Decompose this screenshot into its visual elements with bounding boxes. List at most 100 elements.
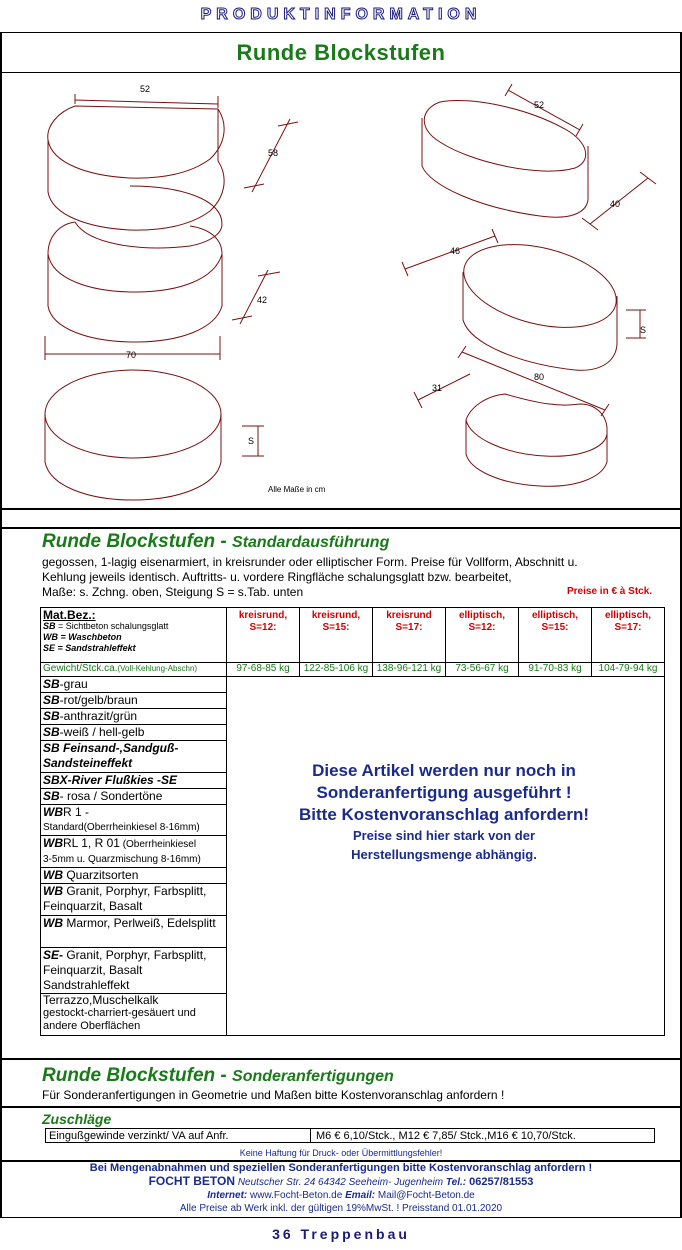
special-order-notice: Diese Artikel werden nur noch in Sondera… <box>228 760 660 864</box>
material-label: SB- rosa / Sondertöne <box>40 788 227 805</box>
header-title: PRODUKTINFORMATION <box>200 6 482 24</box>
material-label: WB Marmor, Perlweiß, Edelsplitt <box>40 915 227 948</box>
material-label: SB-rot/gelb/braun <box>40 692 227 709</box>
matbez-line: SB = Sichtbeton schalungsglatt <box>43 621 169 631</box>
price-table: Mat.Bez.: SB = Sichtbeton schalungsglatt… <box>40 607 665 1036</box>
material-label: SE- Granit, Porphyr, Farbsplitt, Feinqua… <box>40 947 227 994</box>
weight-value: 97-68-85 kg <box>226 662 300 677</box>
standard-desc-2: Kehlung jeweils identisch. Auftritts- u.… <box>42 570 512 584</box>
weight-label: Gewicht/Stck.ca.(Voll-Kehlung-Abschn) <box>40 662 227 677</box>
table-row: SE- Granit, Porphyr, Farbsplitt, Feinqua… <box>40 947 665 994</box>
dim-label: 40 <box>610 199 620 209</box>
shape-ellipse-kehlung <box>465 393 608 487</box>
shape-ellipse-abschnitt <box>423 99 587 172</box>
divider <box>0 527 682 529</box>
shape-kehlung-left <box>74 185 223 249</box>
sonder-title: Runde Blockstufen - <box>42 1065 233 1086</box>
weight-value: 91-70-83 kg <box>518 662 592 677</box>
header-band: PRODUKTINFORMATION <box>0 0 682 30</box>
zuschlaege-title: Zuschläge <box>42 1111 112 1127</box>
col-header: elliptisch,S=15: <box>518 607 592 663</box>
price-status: Alle Preise ab Werk inkl. der gültigen 1… <box>179 1203 503 1214</box>
shape-vollform-left <box>44 369 222 459</box>
zuschlag-prices: M6 € 6,10/Stck., M12 € 7,85/ Stck.,M16 €… <box>316 1130 576 1142</box>
sonder-desc: Für Sonderanfertigungen in Geometrie und… <box>42 1088 505 1102</box>
divider <box>0 1106 682 1108</box>
dim-label: 58 <box>268 148 278 158</box>
matbez-line: SE = Sandstrahleffekt <box>43 643 136 653</box>
company-name: FOCHT BETON <box>148 1174 236 1188</box>
matbez-title: Mat.Bez.: <box>43 608 96 622</box>
notice-line: Diese Artikel werden nur noch in <box>312 761 576 780</box>
dim-label: S <box>248 436 254 446</box>
notice-area <box>226 676 665 1036</box>
dim-label: 42 <box>257 295 267 305</box>
technical-drawing: 52 58 52 40 46 42 70 S 31 80 S Alle Maße… <box>0 74 682 508</box>
standard-desc-3: Maße: s. Zchng. oben, Steigung S = s.Tab… <box>42 585 304 599</box>
divider <box>0 508 682 510</box>
table-row: WB Marmor, Perlweiß, Edelsplitt <box>40 915 665 948</box>
dim-label: 52 <box>140 84 150 94</box>
col-header: kreisrund,S=12: <box>226 607 300 663</box>
table-header-row: Mat.Bez.: SB = Sichtbeton schalungsglatt… <box>40 607 665 663</box>
website-link[interactable]: www.Focht-Beton.de <box>247 1190 346 1201</box>
material-label: SB-anthrazit/grün <box>40 708 227 725</box>
cell-separator <box>310 1129 311 1143</box>
drawing-note: Alle Maße in cm <box>268 485 326 494</box>
matbez-cell: Mat.Bez.: SB = Sichtbeton schalungsglatt… <box>40 607 227 663</box>
weight-value: 104-79-94 kg <box>591 662 665 677</box>
weight-value: 73-56-67 kg <box>445 662 519 677</box>
table-row: WBR 1 -Standard(Oberrheinkiesel 8-16mm) <box>40 804 665 836</box>
col-header: kreisrund,S=15: <box>299 607 373 663</box>
notice-line: Herstellungsmenge abhängig. <box>351 847 537 862</box>
frame-right-line <box>680 32 682 1218</box>
divider <box>0 1160 682 1162</box>
weight-row: Gewicht/Stck.ca.(Voll-Kehlung-Abschn) 97… <box>40 662 665 677</box>
divider <box>0 1058 682 1060</box>
dim-label: S <box>640 325 646 335</box>
notice-line: Preise sind hier stark von der <box>352 828 536 843</box>
notice-line: Sonderanfertigung ausgeführt ! <box>316 783 572 802</box>
dim-label: 52 <box>534 100 544 110</box>
dim-label: 80 <box>534 372 544 382</box>
standard-heading: Runde Blockstufen - Standardausführung <box>42 531 389 553</box>
standard-subtitle: Standardausführung <box>232 534 390 551</box>
sonder-subtitle: Sonderanfertigungen <box>232 1068 394 1085</box>
weight-value: 138-96-121 kg <box>372 662 446 677</box>
material-label: SBX-River Flußkies -SE <box>40 772 227 789</box>
material-label: WB Quarzitsorten <box>40 867 227 884</box>
standard-title: Runde Blockstufen - <box>42 531 233 552</box>
liability-note: Keine Haftung für Druck- oder Übermittlu… <box>239 1148 443 1158</box>
zuschlag-item: Eingußgewinde verzinkt/ VA auf Anfr. <box>49 1130 229 1142</box>
material-label: SB-weiß / hell-gelb <box>40 724 227 741</box>
address-line: FOCHT BETON Neutscher Str. 24 64342 Seeh… <box>148 1174 534 1189</box>
col-header: elliptisch,S=12: <box>445 607 519 663</box>
weight-value: 122-85-106 kg <box>299 662 373 677</box>
page-title: Runde Blockstufen <box>236 40 446 65</box>
price-note: Preise in € à Stck. <box>567 586 653 597</box>
dim-label: 70 <box>126 350 136 360</box>
table-row: SB- rosa / Sondertöne <box>40 788 665 805</box>
contact-block: Bei Mengenabnahmen und speziellen Sonder… <box>0 1162 682 1215</box>
col-header: elliptisch,S=17: <box>591 607 665 663</box>
shape-ellipse-vollform <box>463 244 617 328</box>
quantity-note: Bei Mengenabnahmen und speziellen Sonder… <box>89 1162 593 1174</box>
shape-abschnitt <box>47 105 225 179</box>
standard-desc-1: gegossen, 1-lagig eisenarmiert, in kreis… <box>42 555 578 569</box>
matbez-line: WB = Waschbeton <box>43 632 122 642</box>
email-link[interactable]: Mail@Focht-Beton.de <box>375 1190 475 1201</box>
material-label: SB Feinsand-,Sandguß-Sandsteineffekt <box>40 740 227 773</box>
material-label: SB-grau <box>40 676 227 693</box>
table-row: WB Granit, Porphyr, Farbsplitt, Feinquar… <box>40 883 665 916</box>
drawing-svg: 52 58 52 40 46 42 70 S 31 80 S Alle Maße… <box>44 83 657 501</box>
table-row: SB-grau <box>40 676 665 1036</box>
material-label: WB Granit, Porphyr, Farbsplitt, Feinquar… <box>40 883 227 916</box>
material-label: WBR 1 -Standard(Oberrheinkiesel 8-16mm) <box>40 804 227 836</box>
table-row: SB Feinsand-,Sandguß-Sandsteineffekt <box>40 740 665 773</box>
title-row: Runde Blockstufen <box>0 33 682 73</box>
